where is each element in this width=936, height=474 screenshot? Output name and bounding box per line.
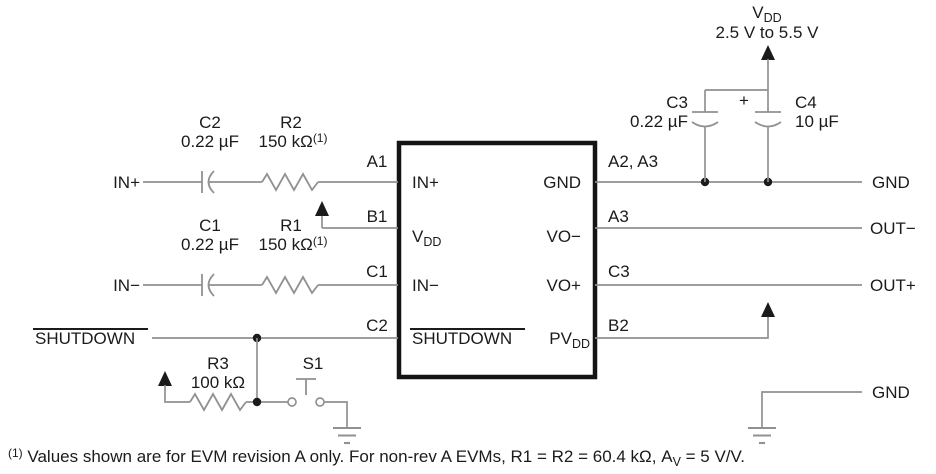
capacitor-c1-curved-plate	[207, 273, 215, 297]
footnote-sup: (1)	[8, 446, 23, 460]
vdd-arrow-b1-icon	[315, 201, 329, 216]
resistor-r1-zigzag	[261, 275, 319, 295]
vdd-supply-main: V	[752, 3, 764, 22]
r2-note: (1)	[313, 131, 328, 145]
label-r2-value: 150 kΩ(1)	[259, 131, 328, 151]
net-label-shutdown: SHUTDOWN	[35, 329, 135, 348]
ic-pin-name-vo-plus: VO+	[547, 276, 582, 295]
vdd-sub: DD	[423, 235, 441, 249]
vdd-arrow-supply-icon	[761, 45, 775, 60]
ic-pin-name-in-plus: IN+	[412, 173, 439, 192]
label-r2-ref: R2	[280, 113, 302, 132]
switch-s1-contact-right	[315, 397, 325, 407]
wire-gnd-bottom	[761, 391, 862, 428]
capacitor-c2-curved-plate	[207, 170, 215, 194]
footnote-body: Values shown are for EVM revision A only…	[23, 447, 674, 466]
label-c3-value: 0.22 µF	[630, 112, 688, 131]
r1-value: 150 kΩ	[259, 235, 313, 254]
resistor-r2-zigzag	[261, 172, 319, 192]
label-c4-ref: C4	[795, 93, 817, 112]
net-label-out-plus: OUT+	[870, 276, 916, 295]
label-c2-value: 0.22 µF	[181, 132, 239, 151]
pin-label-c1: C1	[366, 262, 388, 281]
label-r3-value: 100 kΩ	[191, 373, 245, 392]
net-label-in-plus: IN+	[113, 173, 140, 192]
label-vdd-supply: VDD	[752, 3, 781, 25]
label-c3-ref: C3	[666, 93, 688, 112]
ic-pin-name-pvdd: PVDD	[549, 329, 590, 351]
ic-pin-name-gnd: GND	[543, 173, 581, 192]
r2-value: 150 kΩ	[259, 132, 313, 151]
ic-pin-name-vo-minus: VO−	[547, 227, 582, 246]
vdd-main: V	[412, 227, 424, 246]
ic-pin-name-vdd: VDD	[412, 227, 441, 249]
wire-arrow-to-r3	[164, 385, 190, 403]
ic-pin-name-in-minus: IN−	[412, 276, 439, 295]
vdd-supply-sub: DD	[764, 11, 782, 25]
label-s1-ref: S1	[303, 354, 324, 373]
label-c1-ref: C1	[199, 216, 221, 235]
net-label-gnd-top: GND	[872, 173, 910, 192]
net-label-out-minus: OUT−	[870, 219, 916, 238]
ic-body	[396, 140, 598, 380]
junction-dot-r3	[252, 397, 262, 407]
pvdd-main: PV	[549, 329, 572, 348]
capacitor-c4-curved-plate	[754, 121, 782, 128]
label-r3-ref: R3	[207, 354, 229, 373]
wire-b2	[595, 317, 769, 339]
label-c4-polarity: +	[739, 91, 749, 110]
pin-label-b1: B1	[367, 207, 388, 226]
net-label-in-minus: IN−	[113, 276, 140, 295]
pvdd-sub: DD	[572, 337, 590, 351]
vdd-arrow-b2-icon	[761, 302, 775, 317]
capacitor-c3-curved-plate	[691, 121, 719, 128]
resistor-r3-zigzag	[189, 392, 247, 412]
label-c4-value: 10 µF	[795, 112, 839, 131]
label-r1-ref: R1	[280, 216, 302, 235]
label-r1-value: 150 kΩ(1)	[259, 234, 328, 254]
vdd-arrow-r3-icon	[158, 371, 172, 386]
pin-label-a2-a3: A2, A3	[608, 152, 658, 171]
pin-label-a1: A1	[367, 152, 388, 171]
switch-s1-contact-left	[287, 397, 297, 407]
pin-label-c3: C3	[608, 262, 630, 281]
wire-s1-to-gnd	[324, 401, 348, 428]
footnote-sub: V	[673, 455, 682, 469]
label-vdd-range: 2.5 V to 5.5 V	[715, 23, 819, 42]
label-c1-value: 0.22 µF	[181, 235, 239, 254]
pin-label-a3: A3	[608, 207, 629, 226]
footnote-tail: = 5 V/V.	[681, 447, 745, 466]
footnote: (1) Values shown are for EVM revision A …	[8, 446, 745, 469]
pin-label-c2: C2	[366, 316, 388, 335]
pin-label-b2: B2	[608, 316, 629, 335]
net-label-gnd-bottom: GND	[872, 383, 910, 402]
r1-note: (1)	[313, 234, 328, 248]
ic-pin-name-shutdown: SHUTDOWN	[412, 329, 512, 348]
label-c2-ref: C2	[199, 113, 221, 132]
